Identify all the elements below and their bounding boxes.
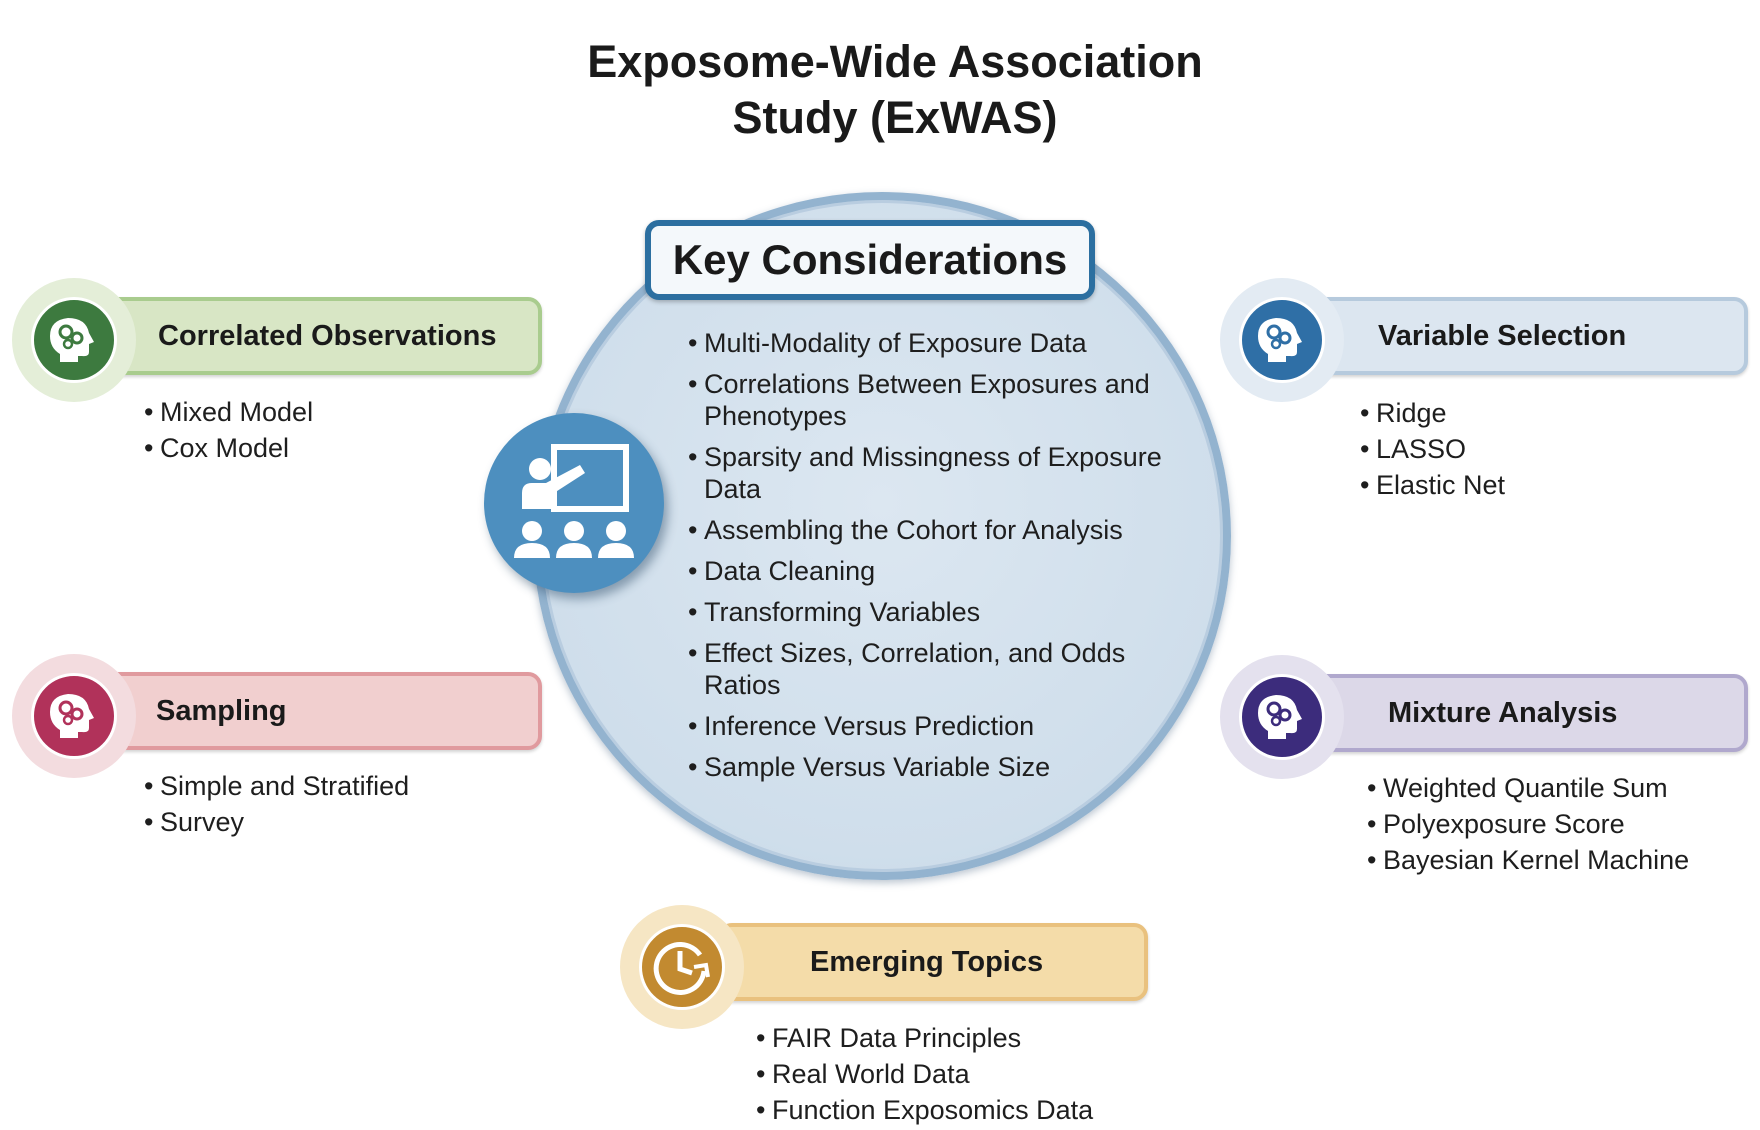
- list-item: Cox Model: [144, 430, 313, 466]
- list-item: Polyexposure Score: [1367, 806, 1689, 842]
- key-considerations-list: Multi-Modality of Exposure Data Correlat…: [688, 327, 1168, 792]
- list-item: Data Cleaning: [688, 555, 1168, 587]
- list-item: Elastic Net: [1360, 467, 1505, 503]
- list-item: FAIR Data Principles: [756, 1020, 1093, 1056]
- head-gears-icon: [31, 673, 117, 759]
- clock-arrow-icon: [639, 924, 725, 1010]
- diagram-title: Exposome-Wide Association Study (ExWAS): [0, 34, 1760, 146]
- topic-label: Correlated Observations: [158, 319, 497, 352]
- list-item: Ridge: [1360, 395, 1505, 431]
- halo: [1220, 278, 1344, 402]
- list-item: Bayesian Kernel Machine: [1367, 842, 1689, 878]
- list-item: Correlations Between Exposures and Pheno…: [688, 368, 1168, 432]
- presentation-icon: [484, 413, 664, 593]
- list-item: Mixed Model: [144, 394, 313, 430]
- list-item: Weighted Quantile Sum: [1367, 770, 1689, 806]
- sampling-list: Simple and Stratified Survey: [144, 768, 409, 840]
- list-item: Sparsity and Missingness of Exposure Dat…: [688, 441, 1168, 505]
- mixture-analysis-list: Weighted Quantile Sum Polyexposure Score…: [1367, 770, 1689, 878]
- head-gears-icon: [1239, 674, 1325, 760]
- list-item: Inference Versus Prediction: [688, 710, 1168, 742]
- topic-card-correlated-observations: Correlated Observations: [96, 297, 542, 375]
- topic-card-emerging-topics: Emerging Topics: [718, 923, 1148, 1001]
- emerging-topics-list: FAIR Data Principles Real World Data Fun…: [756, 1020, 1093, 1128]
- list-item: Simple and Stratified: [144, 768, 409, 804]
- variable-selection-list: Ridge LASSO Elastic Net: [1360, 395, 1505, 503]
- list-item: Sample Versus Variable Size: [688, 751, 1168, 783]
- topic-label: Sampling: [156, 694, 287, 727]
- topic-card-variable-selection: Variable Selection: [1308, 297, 1748, 375]
- halo: [12, 278, 136, 402]
- list-item: Effect Sizes, Correlation, and Odds Rati…: [688, 637, 1168, 701]
- head-gears-icon: [31, 297, 117, 383]
- list-item: Multi-Modality of Exposure Data: [688, 327, 1168, 359]
- topic-label: Emerging Topics: [810, 945, 1044, 978]
- list-item: Function Exposomics Data: [756, 1092, 1093, 1128]
- topic-label: Mixture Analysis: [1388, 696, 1618, 729]
- halo: [1220, 655, 1344, 779]
- list-item: LASSO: [1360, 431, 1505, 467]
- key-considerations-heading: Key Considerations: [645, 220, 1095, 300]
- title-line-1: Exposome-Wide Association: [587, 36, 1203, 87]
- list-item: Survey: [144, 804, 409, 840]
- halo: [620, 905, 744, 1029]
- correlated-observations-list: Mixed Model Cox Model: [144, 394, 313, 466]
- head-gears-icon: [1239, 297, 1325, 383]
- list-item: Transforming Variables: [688, 596, 1168, 628]
- halo: [12, 654, 136, 778]
- topic-card-mixture-analysis: Mixture Analysis: [1308, 674, 1748, 752]
- topic-card-sampling: Sampling: [96, 672, 542, 750]
- list-item: Real World Data: [756, 1056, 1093, 1092]
- list-item: Assembling the Cohort for Analysis: [688, 514, 1168, 546]
- topic-label: Variable Selection: [1378, 319, 1627, 352]
- title-line-2: Study (ExWAS): [732, 92, 1058, 143]
